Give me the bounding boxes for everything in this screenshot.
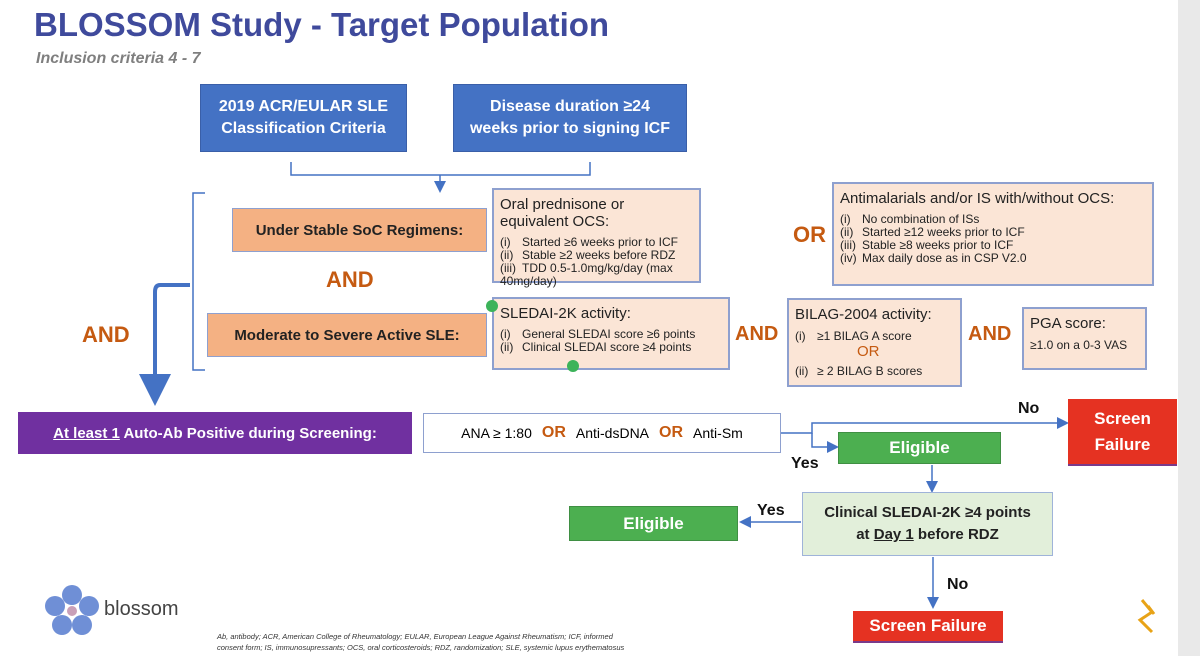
box-line: Classification Criteria [221, 120, 386, 137]
yes-label: Yes [791, 455, 819, 472]
footnote-line: Ab, antibody; ACR, American College of R… [217, 632, 613, 641]
sledai-item: (i)General SLEDAI score ≥6 points [500, 327, 696, 341]
slide-edge [1178, 0, 1200, 656]
selection-handle-end[interactable] [567, 360, 579, 372]
or-keyword: OR [659, 424, 684, 441]
bilag-item: (i)≥1 BILAG A score [795, 329, 912, 343]
antimalarials-item: (iv)Max daily dose as in CSP V2.0 [840, 251, 1027, 265]
stable-soc-label: Under Stable SoC Regimens: [232, 208, 487, 252]
screen-failure-box: Screen Failure [853, 611, 1003, 643]
active-sle-label: Moderate to Severe Active SLE: [207, 313, 487, 357]
ocs-heading: Oral prednisone or equivalent OCS: [500, 196, 625, 230]
blossom-logo-text: blossom [104, 598, 179, 620]
eligible-box: Eligible [838, 432, 1001, 464]
blossom-flower-logo [45, 585, 99, 635]
pga-heading: PGA score: [1030, 315, 1106, 332]
clinical-sledai-box: Clinical SLEDAI-2K ≥4 points at Day 1 be… [802, 492, 1053, 556]
and-middle: AND [326, 267, 374, 292]
acr-eular-box: 2019 ACR/EULAR SLE Classification Criteri… [200, 84, 407, 152]
ocs-item: (ii)Stable ≥2 weeks before RDZ [500, 248, 676, 262]
and-keyword: AND [735, 323, 779, 345]
eligible-box: Eligible [569, 506, 738, 541]
antimalarials-item: (i)No combination of ISs [840, 212, 980, 226]
box-line: weeks prior to signing ICF [469, 120, 671, 137]
clinical-line1: Clinical SLEDAI-2K ≥4 points [824, 504, 1031, 522]
antimalarials-box: Antimalarials and/or IS with/without OCS… [832, 182, 1154, 286]
auto-ab-box: At least 1 Auto-Ab Positive during Scree… [18, 412, 412, 454]
box-line: Disease duration ≥24 [490, 97, 650, 115]
footnote-line: consent form; IS, immunosupressants; OCS… [217, 643, 625, 652]
bilag-item: (ii)≥ 2 BILAG B scores [795, 364, 923, 378]
auto-ab-underlined: At least 1 [53, 424, 120, 442]
anti-dsdna-text: Anti-dsDNA [575, 425, 650, 441]
disease-duration-box: Disease duration ≥24 weeks prior to signi… [453, 84, 687, 152]
footnote: Ab, antibody; ACR, American College of R… [217, 631, 624, 653]
anti-sm-text: Anti-Sm [693, 425, 743, 441]
company-logo [1137, 599, 1156, 634]
antimalarials-heading: Antimalarials and/or IS with/without OCS… [840, 190, 1115, 207]
and-keyword: AND [968, 323, 1012, 345]
bilag-heading: BILAG-2004 activity: [795, 306, 932, 323]
ocs-item: (iii)TDD 0.5-1.0mg/kg/day (max 40mg/day) [500, 261, 673, 288]
antimalarials-item: (ii)Started ≥12 weeks prior to ICF [840, 225, 1025, 239]
sledai-box: SLEDAI-2K activity: (i)General SLEDAI sc… [492, 297, 730, 370]
yes-label: Yes [757, 502, 785, 519]
clinical-line2: at Day 1 before RDZ [856, 526, 999, 543]
antimalarials-item: (iii)Stable ≥8 weeks prior to ICF [840, 238, 1014, 252]
pga-box: PGA score: ≥1.0 on a 0-3 VAS [1022, 307, 1147, 370]
sledai-heading: SLEDAI-2K activity: [500, 305, 631, 322]
box-line: Failure [1094, 434, 1151, 454]
selection-handle-start[interactable] [486, 300, 498, 312]
or-keyword: OR [793, 222, 826, 247]
ana-text: ANA ≥ 1:80 [461, 425, 532, 441]
sledai-item: (ii)Clinical SLEDAI score ≥4 points [500, 340, 692, 354]
no-label: No [947, 576, 969, 593]
bilag-box: BILAG-2004 activity: (i)≥1 BILAG A score… [787, 298, 962, 387]
page-subtitle: Inclusion criteria 4 - 7 [36, 50, 201, 67]
box-line: Screen [1094, 409, 1151, 428]
box-line: 2019 ACR/EULAR SLE [218, 97, 389, 115]
and-left: AND [82, 322, 130, 347]
pga-text: ≥1.0 on a 0-3 VAS [1030, 338, 1128, 352]
no-label: No [1018, 400, 1040, 417]
ocs-box: Oral prednisone or equivalent OCS: (i)St… [492, 188, 701, 288]
page-title: BLOSSOM Study - Target Population [34, 6, 610, 43]
auto-ab-text: Auto-Ab Positive during Screening: [119, 424, 377, 442]
ocs-item: (i)Started ≥6 weeks prior to ICF [500, 235, 678, 249]
or-keyword: OR [541, 424, 566, 441]
bilag-or: OR [857, 343, 880, 360]
ana-box: ANA ≥ 1:80 OR Anti-dsDNA OR Anti-Sm [423, 413, 781, 453]
